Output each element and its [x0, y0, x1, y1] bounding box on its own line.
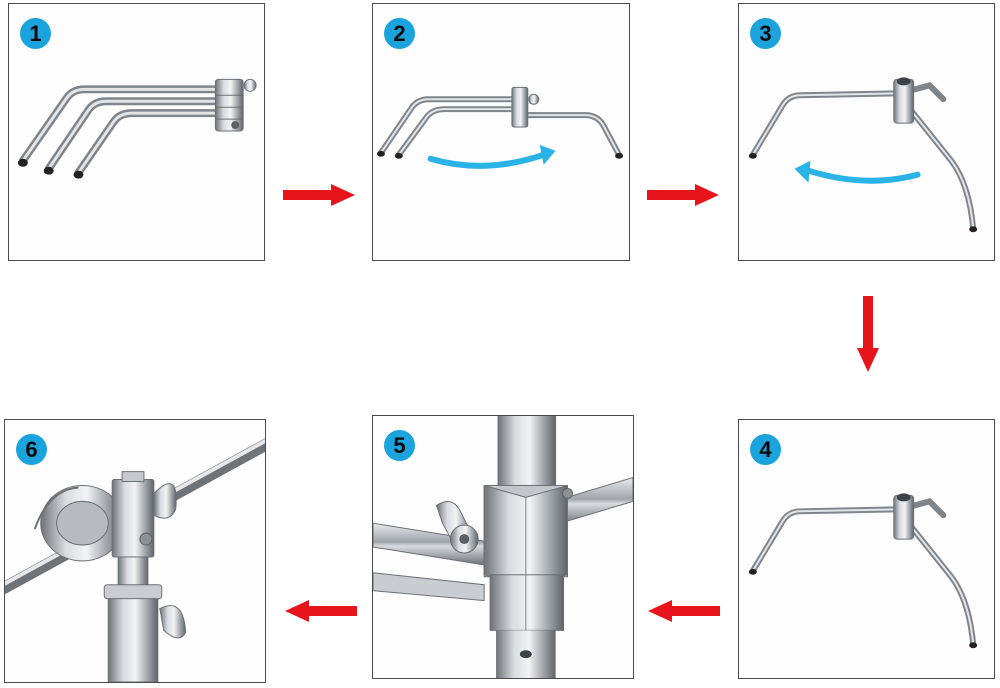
red-arrow-icon-right-2: [647, 184, 719, 206]
grip-head-arm-image: [5, 438, 265, 682]
center-column-closeup-image: [373, 416, 633, 678]
curved-rotation-arrow-icon: [427, 151, 547, 169]
step-6-panel: 6: [4, 419, 266, 683]
red-arrow-icon-left-2: [285, 600, 357, 622]
red-arrow-icon-left-1: [648, 600, 720, 622]
step-6-badge: 6: [16, 434, 47, 465]
curved-rotation-arrow-icon: [805, 167, 921, 184]
rotating-leg-image: [376, 86, 624, 169]
step-4-panel: 4: [738, 419, 995, 679]
red-arrow-icon-right-1: [283, 184, 355, 206]
folded-legs-image: [17, 78, 257, 179]
assembled-base-image: [748, 493, 978, 649]
red-arrow-icon-down: [857, 296, 879, 372]
step-3-panel: 3: [738, 3, 995, 261]
step-3-badge: 3: [750, 18, 781, 49]
step-1-panel: 1: [8, 3, 265, 261]
step-1-badge: 1: [20, 18, 51, 49]
step-2-badge: 2: [384, 18, 415, 49]
step-4-badge: 4: [750, 434, 781, 465]
step-5-badge: 5: [384, 430, 415, 461]
step-2-panel: 2: [372, 3, 630, 261]
legs-spread-image: [748, 77, 978, 233]
step-5-panel: 5: [372, 415, 634, 679]
